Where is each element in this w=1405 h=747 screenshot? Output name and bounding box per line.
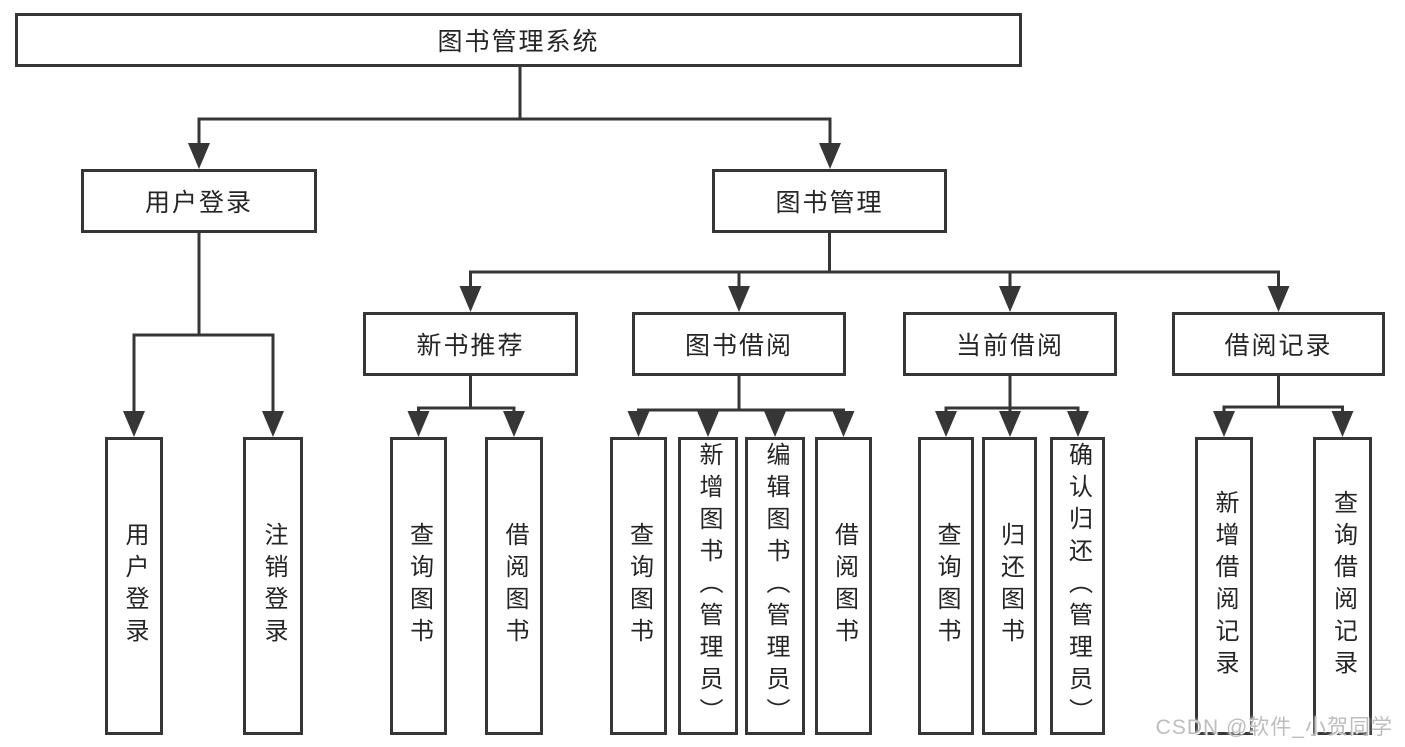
leaf-label: 编辑图书（管理员）: [762, 442, 789, 730]
node-current-borrow: 当前借阅: [903, 312, 1117, 376]
leaf-label: 新增借阅记录: [1211, 490, 1238, 682]
leaf-label: 新增图书（管理员）: [695, 442, 722, 730]
leaf-label: 查询图书: [933, 522, 960, 650]
leaf-borrow-edit-books-admin: 编辑图书（管理员）: [745, 437, 805, 735]
node-new-book-recommend: 新书推荐: [363, 312, 578, 376]
leaf-newbook-query-books: 查询图书: [390, 437, 447, 735]
leaf-label: 查询图书: [405, 522, 433, 650]
leaf-label: 查询借阅记录: [1329, 490, 1357, 682]
leaf-label: 用户登录: [121, 522, 148, 650]
leaf-label: 注销登录: [260, 522, 287, 650]
leaf-label: 归还图书: [996, 522, 1024, 650]
leaf-borrow-add-books-admin: 新增图书（管理员）: [678, 437, 738, 735]
leaf-label: 借阅图书: [830, 522, 858, 650]
node-borrow-records: 借阅记录: [1172, 312, 1385, 376]
node-user-login-branch: 用户登录: [81, 169, 317, 233]
leaf-borrow-borrow-books: 借阅图书: [815, 437, 872, 735]
node-book-management-branch: 图书管理: [712, 169, 947, 233]
leaf-borrow-query-books: 查询图书: [610, 437, 667, 735]
leaf-user-login: 用户登录: [105, 437, 163, 735]
leaf-current-query-books: 查询图书: [918, 437, 974, 735]
leaf-current-return-books: 归还图书: [982, 437, 1037, 735]
leaf-logout: 注销登录: [243, 437, 303, 735]
leaf-newbook-borrow-books: 借阅图书: [485, 437, 543, 735]
leaf-label: 确认归还（管理员）: [1064, 442, 1092, 730]
leaf-records-add-record: 新增借阅记录: [1195, 437, 1253, 735]
leaf-current-confirm-return-admin: 确认归还（管理员）: [1050, 437, 1105, 735]
leaf-label: 借阅图书: [501, 522, 528, 650]
csdn-watermark: CSDN @软件_小贺同学: [1155, 716, 1393, 739]
leaf-label: 查询图书: [625, 522, 653, 650]
node-root-system: 图书管理系统: [15, 13, 1022, 67]
node-book-borrow: 图书借阅: [632, 312, 846, 376]
leaf-records-query-record: 查询借阅记录: [1313, 437, 1372, 735]
